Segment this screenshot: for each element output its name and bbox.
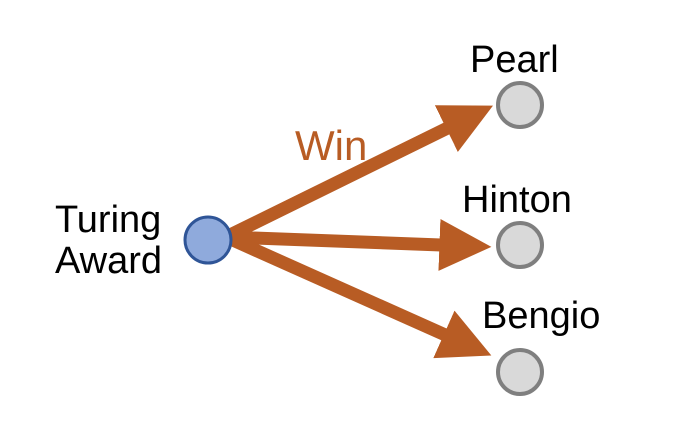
target-node-pearl	[496, 81, 544, 129]
target-label-hinton: Hinton	[462, 179, 572, 221]
source-label-line2: Award	[55, 240, 162, 282]
source-label-line1: Turing	[55, 199, 161, 241]
target-label-bengio: Bengio	[482, 295, 600, 337]
target-node-hinton	[496, 221, 544, 269]
source-node-turing-award	[183, 215, 233, 265]
target-node-bengio	[496, 348, 544, 396]
edge-label-win: Win	[295, 122, 367, 169]
target-label-pearl: Pearl	[470, 39, 559, 81]
edge-win-pearl	[223, 105, 493, 243]
edge-win-hinton	[225, 218, 492, 271]
edge-win-bengio	[223, 231, 492, 359]
